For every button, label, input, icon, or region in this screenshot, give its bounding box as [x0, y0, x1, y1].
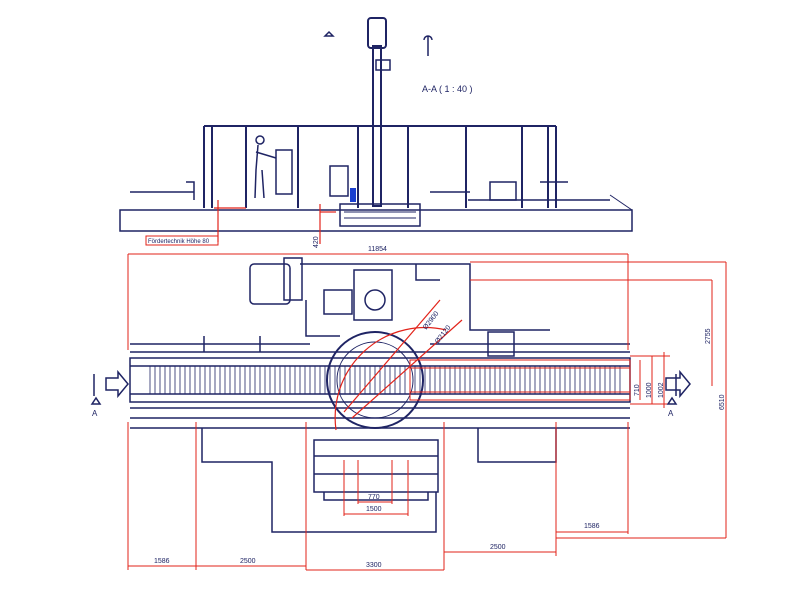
mast	[372, 45, 382, 207]
section-title: A-A ( 1 : 40 )	[422, 84, 473, 94]
dim-2755: 2755	[705, 328, 712, 344]
dim-1002: 1002	[658, 382, 665, 398]
plan-view	[90, 253, 727, 571]
dim-770: 770	[368, 494, 380, 501]
dim-1586-right: 1586	[584, 523, 600, 530]
dim-2500-left: 2500	[240, 558, 256, 565]
dim-710: 710	[634, 384, 641, 396]
dim-o2120: Ø2120	[434, 324, 453, 345]
operator-figure	[254, 135, 277, 199]
infeed-arrow	[105, 369, 129, 399]
section-marker-left: A	[92, 409, 98, 418]
floor-slab	[119, 209, 633, 232]
red-paths	[334, 299, 463, 431]
conveyor-rollers	[149, 366, 621, 394]
dim-11854: 11854	[368, 246, 387, 253]
dim-1586-left: 1586	[154, 558, 170, 565]
enclosure-frame	[203, 125, 557, 208]
conveyor-height-label: Fördertechnik Höhe 80	[148, 239, 210, 245]
rotary-table	[326, 331, 424, 429]
dim-3300: 3300	[366, 562, 382, 569]
dimension-lines	[127, 253, 727, 571]
lower-cell	[201, 428, 557, 533]
outfeed-arrow	[665, 369, 691, 399]
red-outfeed	[409, 359, 631, 401]
dim-420: 420	[313, 236, 320, 248]
section-marker-right: A	[668, 409, 674, 418]
dim-6510: 6510	[719, 394, 726, 410]
dim-1000: 1000	[646, 382, 653, 398]
robot-cell	[203, 257, 550, 357]
side-view	[119, 17, 633, 246]
dim-2500-right: 2500	[490, 544, 506, 551]
dim-1500: 1500	[366, 506, 382, 513]
